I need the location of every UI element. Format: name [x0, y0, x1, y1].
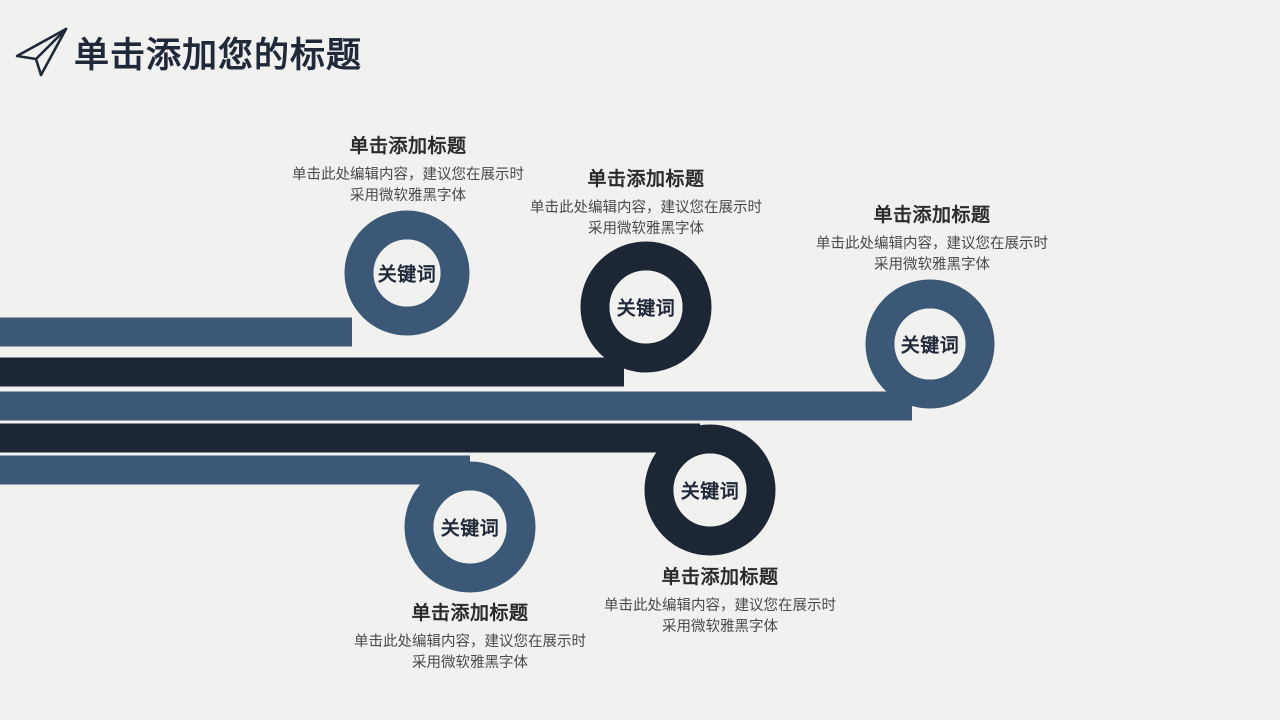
node-ring-3[interactable]: [865, 279, 995, 409]
node-inner-3: [894, 308, 966, 380]
node-inner-5: [673, 453, 747, 527]
node-inner-2: [609, 270, 683, 344]
node-label-1: 关键词: [377, 264, 437, 286]
text-block-2: 单击添加标题 单击此处编辑内容，建议您在展示时采用微软雅黑字体: [528, 164, 764, 239]
node-label-4: 关键词: [440, 518, 500, 540]
page-title: 单击添加您的标题: [74, 36, 363, 75]
text-block-5-title: 单击添加标题: [661, 567, 779, 588]
node-label-5: 关键词: [680, 481, 740, 503]
text-block-1: 单击添加标题 单击此处编辑内容，建议您在展示时采用微软雅黑字体: [290, 131, 526, 206]
text-block-2-body: 单击此处编辑内容，建议您在展示时采用微软雅黑字体: [530, 200, 762, 237]
node-ring-4[interactable]: [404, 461, 536, 593]
text-block-3-body: 单击此处编辑内容，建议您在展示时采用微软雅黑字体: [816, 236, 1048, 273]
text-block-1-body: 单击此处编辑内容，建议您在展示时采用微软雅黑字体: [292, 167, 524, 204]
node-inner-1: [373, 239, 441, 307]
text-block-3: 单击添加标题 单击此处编辑内容，建议您在展示时采用微软雅黑字体: [814, 200, 1050, 275]
node-ring-2[interactable]: [580, 241, 712, 373]
text-block-1-title: 单击添加标题: [349, 136, 467, 157]
text-block-5: 单击添加标题 单击此处编辑内容，建议您在展示时采用微软雅黑字体: [602, 562, 838, 637]
node-ring-5[interactable]: [644, 424, 776, 556]
text-block-4-title: 单击添加标题: [411, 603, 529, 624]
text-block-4: 单击添加标题 单击此处编辑内容，建议您在展示时采用微软雅黑字体: [352, 598, 588, 673]
node-label-3: 关键词: [900, 335, 960, 357]
node-inner-4: [433, 490, 507, 564]
paper-plane-icon: [15, 27, 68, 77]
text-block-5-body: 单击此处编辑内容，建议您在展示时采用微软雅黑字体: [604, 598, 836, 635]
node-label-2: 关键词: [616, 298, 676, 320]
text-block-3-title: 单击添加标题: [873, 205, 991, 226]
slide-header: 单击添加您的标题: [0, 0, 1280, 100]
node-ring-1[interactable]: [344, 210, 470, 336]
text-block-4-body: 单击此处编辑内容，建议您在展示时采用微软雅黑字体: [354, 634, 586, 671]
text-block-2-title: 单击添加标题: [587, 169, 705, 190]
